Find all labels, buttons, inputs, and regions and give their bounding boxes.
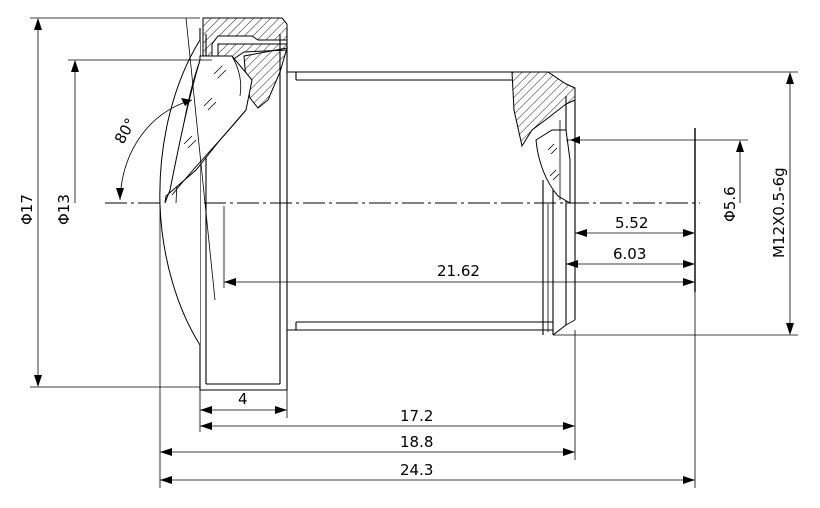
- l4-label: 4: [238, 390, 248, 408]
- dim-2162: 21.62: [223, 206, 695, 288]
- dim-d17: Φ17: [18, 17, 200, 388]
- d17-label: Φ17: [18, 194, 36, 225]
- dim-552: 5.52: [575, 214, 695, 237]
- l603-label: 6.03: [613, 245, 646, 263]
- dim-603: 6.03: [566, 245, 695, 268]
- dim-188: 18.8: [160, 433, 575, 456]
- d56-label: Φ5.6: [721, 186, 739, 222]
- dim-thread: M12X0.5-6g: [548, 71, 798, 336]
- dim-172: 17.2: [200, 407, 575, 430]
- l2162-label: 21.62: [437, 262, 480, 280]
- l172-label: 17.2: [400, 407, 433, 425]
- d13-label: Φ13: [55, 194, 73, 225]
- l243-label: 24.3: [400, 461, 433, 479]
- dim-d56: Φ5.6: [566, 136, 748, 222]
- lens-elements: [159, 39, 571, 346]
- l188-label: 18.8: [400, 433, 433, 451]
- dim-4: 4: [200, 390, 287, 414]
- section-hatching: [202, 17, 576, 148]
- bottom-extension-lines: [159, 205, 696, 488]
- dim-d13: Φ13: [55, 59, 212, 225]
- thread-label: M12X0.5-6g: [770, 167, 788, 258]
- l552-label: 5.52: [615, 214, 648, 232]
- angle-label: 80°: [111, 115, 140, 147]
- dim-243: 24.3: [160, 461, 695, 484]
- lens-barrel: [199, 28, 576, 391]
